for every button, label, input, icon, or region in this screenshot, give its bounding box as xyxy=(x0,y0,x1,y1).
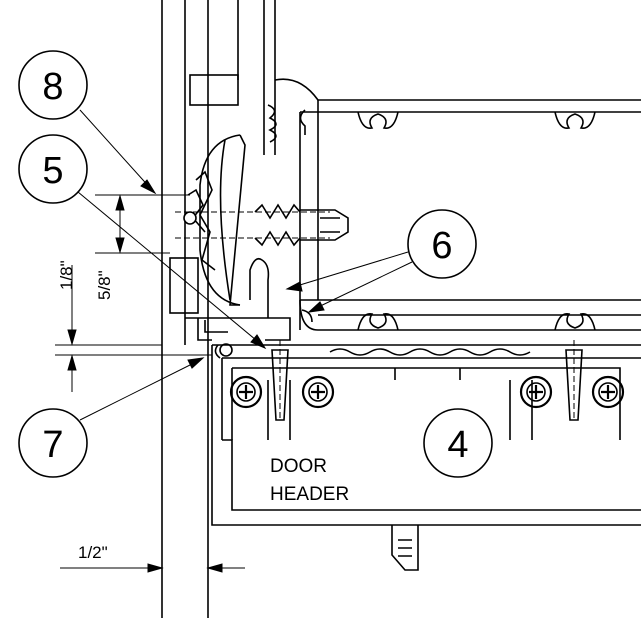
screw-head xyxy=(229,375,263,409)
screw-head xyxy=(301,375,335,409)
vertical-frame xyxy=(161,0,276,618)
dimension-1-8: 1/8" xyxy=(55,260,212,392)
callout-4-number: 4 xyxy=(447,424,468,466)
door-header-label-line2: HEADER xyxy=(270,484,349,505)
callout-8: 8 xyxy=(18,50,157,195)
door-header xyxy=(211,340,641,571)
callout-8-number: 8 xyxy=(42,66,63,108)
dimension-5-8: 5/8" xyxy=(95,194,190,300)
header-screws xyxy=(229,375,625,409)
callout-5: 5 xyxy=(18,134,267,350)
callout-4: 4 xyxy=(423,408,493,478)
horizontal-mullion xyxy=(267,78,641,331)
dimension-1-8-label: 1/8" xyxy=(57,260,76,290)
callout-6-number: 6 xyxy=(431,225,452,267)
dimension-1-2-label: 1/2" xyxy=(78,543,108,562)
screw-head xyxy=(591,375,625,409)
screw-head xyxy=(519,375,553,409)
dimension-5-8-label: 5/8" xyxy=(95,270,114,300)
callout-6: 6 xyxy=(285,209,477,313)
frame-pocket xyxy=(169,257,291,359)
door-header-label-line1: DOOR xyxy=(270,456,327,477)
callout-5-number: 5 xyxy=(42,150,63,192)
glazing-gasket xyxy=(183,134,246,306)
callout-7: 7 xyxy=(18,357,205,478)
callout-7-number: 7 xyxy=(42,424,63,466)
door-header-label: DOOR HEADER xyxy=(270,456,349,505)
dimension-1-2: 1/2" xyxy=(60,543,245,573)
fastener-screw xyxy=(175,203,349,247)
